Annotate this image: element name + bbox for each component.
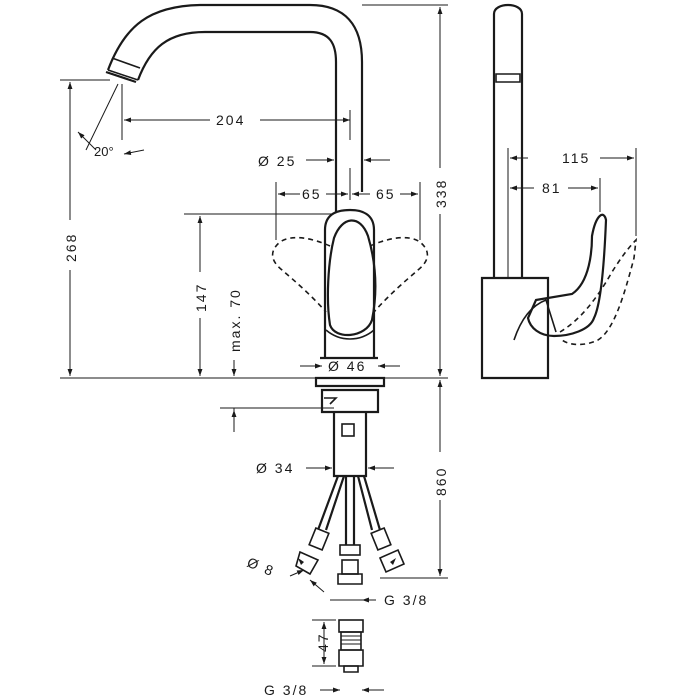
dim-side-depth: 115	[562, 150, 590, 166]
dim-handle-right: 65	[376, 186, 396, 202]
dim-lever-height: 147	[193, 283, 209, 312]
dim-hose-diameter: Ø 8	[245, 554, 277, 580]
spout-tube-inner	[136, 30, 338, 212]
front-view	[105, 3, 429, 673]
dim-connector-length: 47	[315, 632, 331, 652]
hose-connector-right	[370, 526, 406, 574]
side-lever-swing	[559, 237, 638, 346]
side-aerator	[495, 73, 521, 83]
connector-part	[338, 619, 364, 673]
dim-handle-left: 65	[302, 186, 322, 202]
shank-fastener	[341, 423, 355, 437]
dim-spout-reach: 204	[216, 112, 245, 128]
side-body	[480, 276, 550, 380]
dim-thread-bottom: G 3/8	[264, 682, 308, 698]
dim-shank-length: 860	[433, 467, 449, 496]
base-plate	[314, 356, 386, 388]
shank	[332, 412, 368, 478]
side-view	[480, 3, 638, 380]
hose-right	[356, 475, 382, 531]
lever-swing-right	[369, 236, 429, 313]
nut-slot	[324, 397, 338, 405]
dim-total-height: 338	[433, 179, 449, 208]
dimension-lines	[60, 4, 637, 693]
dim-base-diameter: Ø 46	[328, 358, 366, 374]
aerator	[105, 70, 137, 84]
dim-max-thickness: max. 70	[227, 288, 243, 352]
spout-tip	[107, 57, 141, 81]
side-spout	[492, 3, 524, 278]
spout-tube-outer	[106, 3, 364, 192]
dim-spout-height: 268	[63, 233, 79, 262]
lever-swing-left	[271, 236, 331, 313]
dimension-labels: 204 20° Ø 25 65 65 268 338 147 max. 70 Ø…	[63, 112, 590, 698]
lever-base	[325, 329, 375, 340]
mounting-nut	[320, 388, 380, 414]
side-lever-inner	[513, 298, 557, 341]
dim-shank-diameter: Ø 34	[256, 460, 294, 476]
hose-connector-middle	[337, 544, 363, 585]
dim-thread-top: G 3/8	[384, 592, 428, 608]
dim-side-lever: 81	[542, 180, 562, 196]
side-lever	[526, 213, 608, 338]
hose-middle	[344, 476, 356, 545]
dim-spout-diameter: Ø 25	[258, 153, 296, 169]
body	[323, 208, 376, 358]
dim-spout-angle: 20°	[94, 144, 114, 159]
hose-left	[316, 475, 346, 531]
hose-connector-left	[295, 526, 330, 576]
lever-handle	[326, 219, 377, 337]
